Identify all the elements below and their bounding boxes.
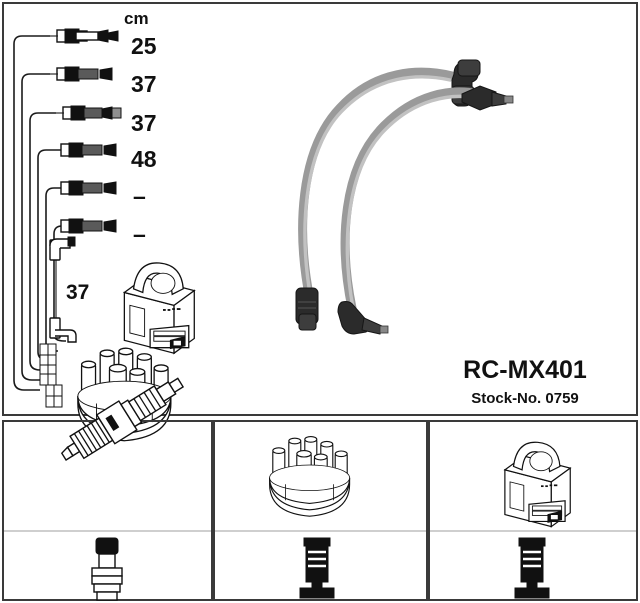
cable-length-5: – — [133, 183, 146, 209]
legend-panel-ignition-coil — [428, 420, 638, 601]
panel-divider — [4, 530, 211, 532]
unit-header-label: cm — [124, 9, 149, 28]
cable-length-2: 37 — [131, 71, 157, 97]
spark-plug-icon — [60, 377, 185, 461]
lead-connector-row-1 — [50, 28, 119, 44]
cable-length-6: – — [133, 221, 146, 247]
lead-connector-row-3 — [56, 105, 122, 121]
lead-connector-row-6 — [60, 218, 117, 234]
panel-divider — [215, 530, 426, 532]
cable-length-1: 25 — [131, 33, 157, 59]
panel-divider — [430, 530, 636, 532]
part-number: RC-MX401 — [463, 356, 587, 384]
harness-terminal-ends — [39, 343, 63, 408]
coil-lead-length: 37 — [66, 281, 90, 304]
lead-connector-row-5 — [60, 180, 117, 196]
distributor-terminal-icon — [299, 537, 335, 599]
cable-length-3: 37 — [131, 110, 157, 136]
lead-connector-row-2 — [50, 66, 113, 82]
main-diagram-panel — [2, 2, 638, 416]
stock-number: Stock-No. 0759 — [471, 390, 579, 407]
coil-terminal-icon — [514, 537, 550, 599]
cable-length-4: 48 — [131, 146, 157, 172]
ignition-cable-front — [337, 85, 514, 335]
legend-panel-distributor-cap — [213, 420, 428, 601]
ignition-coil-icon — [503, 441, 572, 528]
lead-connector-row-4 — [60, 142, 117, 158]
spark-plug-terminal-icon — [91, 537, 123, 601]
coil-lead-cable — [49, 236, 77, 343]
distributor-cap-icon — [269, 436, 351, 517]
